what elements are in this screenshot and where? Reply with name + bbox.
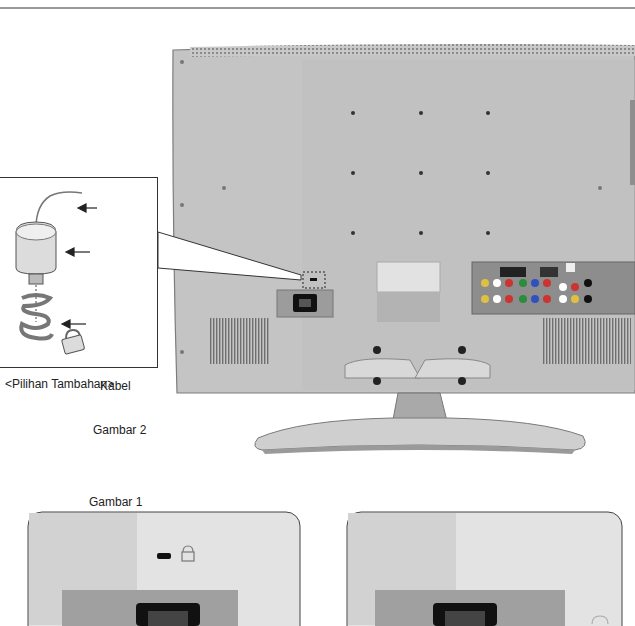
inset-ground [0, 177, 158, 368]
closeup-left [28, 512, 300, 626]
callout-label: Gambar 1 [89, 495, 142, 509]
closeup-lock-icon-body [182, 552, 194, 561]
closeup-right [347, 512, 622, 626]
inset-box: KabelGambar 2Gambar 1<Pilihan Tambahan> [0, 177, 158, 368]
stand-arm-right [415, 359, 490, 378]
closeup-left-pins [148, 611, 188, 626]
stand-base-edge [262, 445, 575, 454]
spiral-ring [21, 295, 52, 339]
closeup-left-socket [136, 603, 200, 626]
top-vent [190, 44, 635, 57]
closeup-right-socket [433, 603, 497, 626]
connector-panel [472, 262, 635, 314]
callout-label: Gambar 2 [93, 423, 146, 437]
stand-screws [373, 346, 466, 385]
vent-left [210, 318, 270, 364]
leader-arrows [62, 204, 97, 328]
inset-pointer [158, 232, 301, 280]
power-panel [277, 290, 333, 317]
side-edge [630, 100, 635, 185]
lock-slot-marker [303, 272, 325, 288]
back-panel [302, 60, 635, 390]
page-rule [0, 8, 635, 9]
power-socket [293, 294, 317, 312]
stand-arm-left [345, 359, 420, 378]
figure-caption: <Pilihan Tambahan> [5, 377, 114, 391]
closeup-lock-icon [183, 546, 193, 552]
label-plate-shadow [377, 292, 440, 322]
padlock [62, 335, 85, 355]
closeup-left-panel [62, 590, 238, 626]
lock-slot [310, 278, 317, 281]
lock-neck [29, 274, 43, 284]
closeup-right-panel [375, 590, 565, 626]
tv-housing [173, 46, 635, 393]
closeup-lock-slot [157, 553, 171, 559]
closeup-right-pins [445, 611, 485, 626]
power-socket-pins [299, 299, 311, 307]
closeup-right-icon [592, 616, 608, 624]
vent-right [543, 318, 631, 364]
label-plate [377, 262, 440, 292]
lock-body [16, 222, 56, 274]
lock-top [16, 224, 56, 240]
connectors [481, 263, 592, 303]
